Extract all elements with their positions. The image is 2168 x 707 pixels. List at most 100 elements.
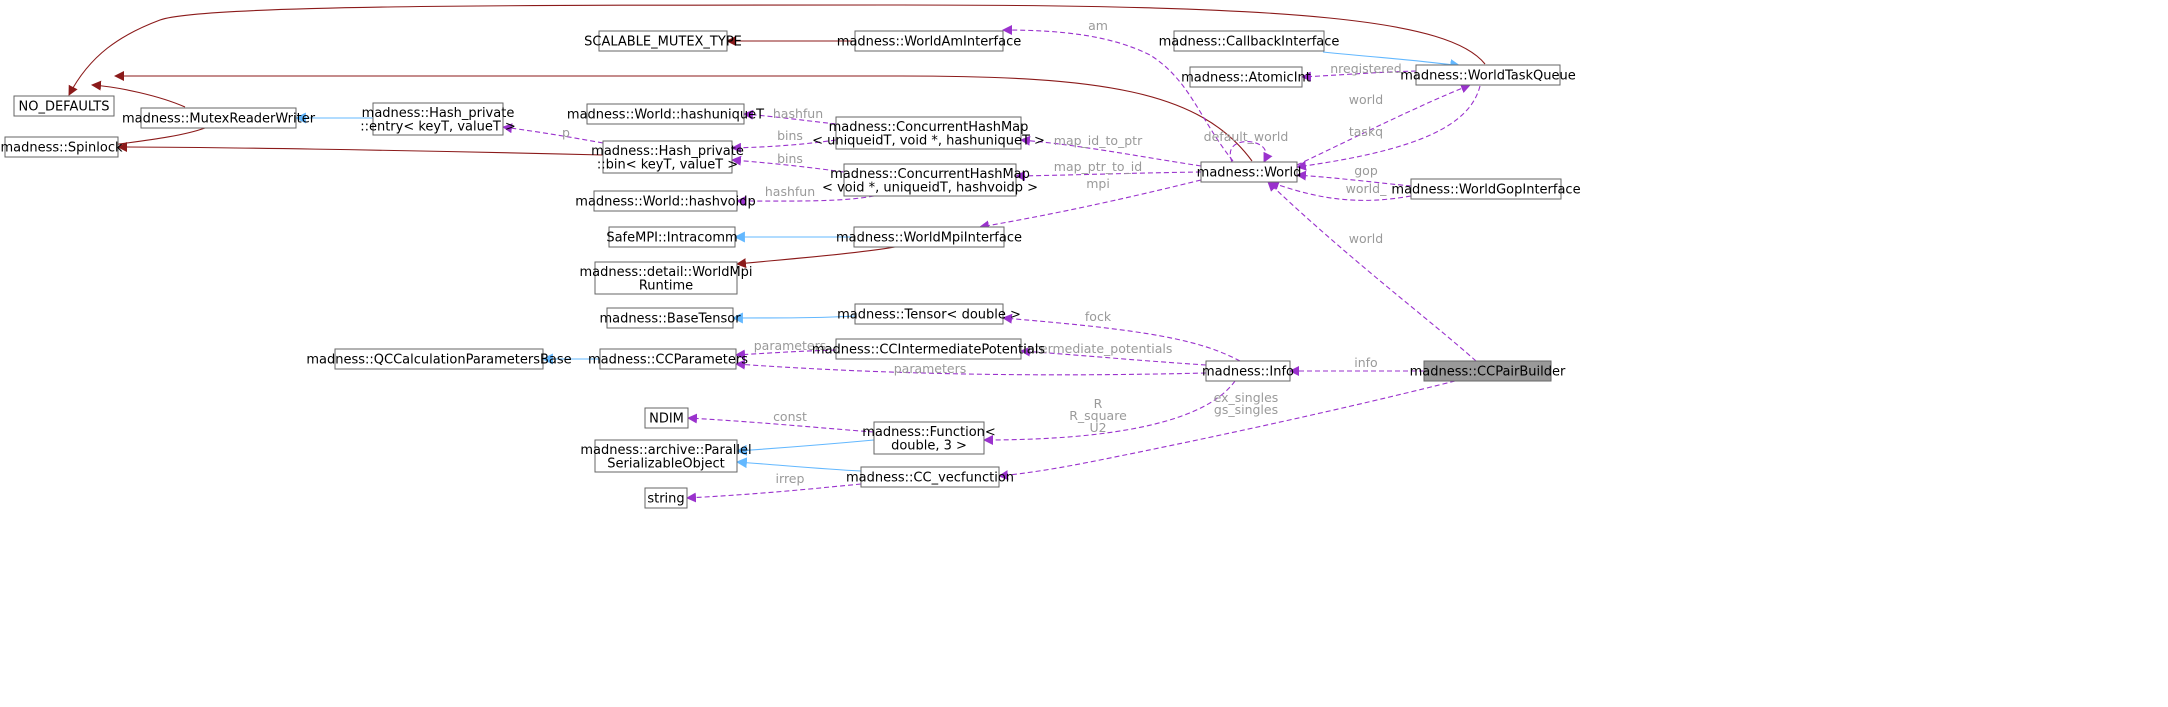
node-box [1173, 30, 1325, 52]
node-label: madness::CCPairBuilder [1410, 365, 1566, 380]
edge-chm_voidp-to-world [1015, 170, 1202, 181]
edge-label: parameters [894, 361, 967, 376]
node-box [140, 107, 297, 129]
node-world[interactable]: madness::World [1197, 161, 1302, 183]
node-label: madness::World [1197, 166, 1302, 181]
node-label: madness::World::hashuniqueT [567, 108, 764, 123]
node-intracomm[interactable]: SafeMPI::Intracomm [606, 226, 738, 248]
edge-label: am [1088, 18, 1108, 33]
node-box [1200, 161, 1298, 183]
node-label: < void *, uniqueidT, hashvoidp > [822, 180, 1038, 195]
node-gop[interactable]: madness::WorldGopInterface [1391, 178, 1581, 200]
edge-base_tensor-to-tensor_double [731, 312, 856, 324]
edge-archive-to-function [735, 439, 875, 456]
node-label: madness::Hash_private [591, 144, 744, 159]
node-taskqueue[interactable]: madness::WorldTaskQueue [1400, 64, 1576, 86]
node-box [1415, 64, 1561, 86]
node-box [1189, 66, 1303, 88]
node-hashuniquet[interactable]: madness::World::hashuniqueT [567, 103, 764, 125]
edge-no_defaults-to-taskqueue [68, 4, 1486, 96]
node-cc-params[interactable]: madness::CCParameters [588, 348, 748, 370]
node-info[interactable]: madness::Info [1202, 360, 1294, 382]
node-world-am[interactable]: madness::WorldAmInterface [837, 30, 1021, 52]
edge-no_defaults-to-world [114, 71, 1253, 162]
node-spinlock[interactable]: madness::Spinlock [0, 136, 123, 158]
edge-archive-to-cc_vecfunction [735, 457, 862, 472]
node-no-defaults[interactable]: NO_DEFAULTS [13, 95, 115, 117]
node-tensor-double[interactable]: madness::Tensor< double > [837, 303, 1021, 325]
edge-label: R_square [1069, 408, 1127, 423]
edge-spinlock-to-hash_bin [117, 142, 604, 156]
edge-tensor_double-to-info [1002, 313, 1241, 362]
node-function[interactable]: madness::Function<double, 3 > [862, 421, 996, 455]
edge-cc_vecfunction-to-ccpairbuilder [998, 380, 1456, 481]
node-label: madness::BaseTensor [599, 312, 741, 327]
node-hashvoidp[interactable]: madness::World::hashvoidp [575, 190, 756, 212]
edge-label: mpi [1086, 176, 1110, 191]
edge-label: info [1354, 355, 1377, 370]
node-box [598, 30, 728, 52]
node-label: madness::MutexReaderWriter [122, 112, 316, 127]
node-ndim[interactable]: NDIM [644, 407, 689, 429]
edge-label: gs_singles [1214, 402, 1278, 417]
node-box [606, 307, 734, 329]
node-ccpairbuilder[interactable]: madness::CCPairBuilder [1410, 360, 1566, 382]
node-label: SafeMPI::Intracomm [606, 231, 737, 246]
node-cc-intermediate[interactable]: madness::CCIntermediatePotentials [812, 338, 1045, 360]
node-box [334, 348, 544, 370]
node-label: madness::Tensor< double > [837, 308, 1021, 323]
node-box [860, 466, 1000, 488]
node-label: madness::CCIntermediatePotentials [812, 343, 1045, 358]
node-callback[interactable]: madness::CallbackInterface [1159, 30, 1340, 52]
node-chm-voidp[interactable]: madness::ConcurrentHashMap< void *, uniq… [822, 163, 1038, 197]
node-label: madness::WorldGopInterface [1391, 183, 1580, 198]
edge-label: world [1349, 92, 1383, 107]
node-box [593, 190, 738, 212]
edge-string-to-cc_vecfunction [686, 483, 862, 503]
node-box [13, 95, 115, 117]
node-mutex-rw[interactable]: madness::MutexReaderWriter [122, 107, 316, 129]
node-box [835, 116, 1022, 150]
edge-label: U2 [1089, 420, 1106, 435]
node-label: madness::ConcurrentHashMap [829, 120, 1029, 135]
edge-layer: phashfunbinsbinshashfunammap_id_to_ptrma… [68, 4, 1486, 503]
edge-hashvoidp-to-chm_voidp [736, 195, 875, 207]
edge-label: const [773, 409, 807, 424]
edge-cc_params-to-info [735, 359, 1207, 376]
node-label: madness::detail::WorldMpi [579, 265, 752, 280]
node-atomicint[interactable]: madness::AtomicInt [1181, 66, 1311, 88]
edge-label: R [1094, 396, 1103, 411]
edge-label: nregistered [1330, 61, 1401, 76]
node-hash-bin[interactable]: madness::Hash_private::bin< keyT, valueT… [591, 140, 744, 174]
node-cc-vecfunction[interactable]: madness::CC_vecfunction [846, 466, 1014, 488]
edge-chm_unique-to-world [1020, 135, 1202, 167]
node-box [1410, 178, 1562, 200]
node-string[interactable]: string [644, 487, 688, 509]
node-label: madness::World::hashvoidp [575, 195, 755, 210]
edge-label: ex_singles [1214, 390, 1279, 405]
node-box [1205, 360, 1291, 382]
node-scalable-mutex[interactable]: SCALABLE_MUTEX_TYPE [584, 30, 742, 52]
node-qc-params-base[interactable]: madness::QCCalculationParametersBase [306, 348, 572, 370]
edge-no_defaults-to-mutex_rw [91, 80, 186, 108]
node-label: NDIM [649, 412, 684, 427]
node-base-tensor[interactable]: madness::BaseTensor [599, 307, 741, 329]
node-box [853, 226, 1005, 248]
node-label: madness::AtomicInt [1181, 71, 1311, 86]
node-label: madness::WorldTaskQueue [1400, 69, 1575, 84]
node-box [608, 226, 736, 248]
node-chm-unique[interactable]: madness::ConcurrentHashMap< uniqueidT, v… [812, 116, 1045, 150]
edge-ndim-to-function [687, 413, 875, 433]
edge-hashuniquet-to-chm_unique [743, 109, 837, 125]
node-world-mpi[interactable]: madness::WorldMpiInterface [836, 226, 1022, 248]
node-archive[interactable]: madness::archive::ParallelSerializableOb… [580, 439, 752, 473]
edge-function-to-info [983, 380, 1236, 445]
node-hash-entry[interactable]: madness::Hash_private::entry< keyT, valu… [360, 102, 516, 136]
node-box [873, 421, 985, 455]
edge-hash_entry-to-hash_bin [502, 123, 604, 144]
node-box [372, 102, 504, 136]
edge-world-to-world [1229, 141, 1273, 163]
node-box [594, 261, 738, 295]
